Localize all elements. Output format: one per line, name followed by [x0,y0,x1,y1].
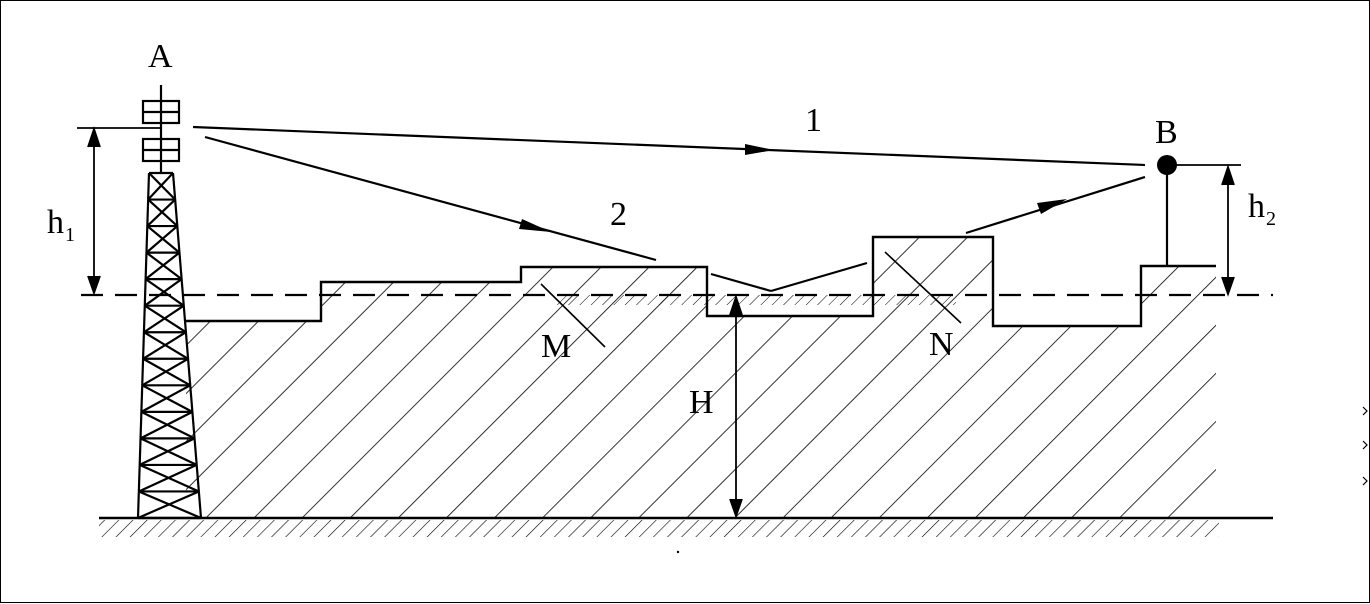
edge-marks [1362,406,1368,486]
h2-label: h2 [1248,188,1276,230]
ray-1-label: 1 [805,102,822,139]
ray-2-reflected [204,135,1146,293]
receiver-b-label: B [1155,114,1178,151]
n-leader-line [884,251,962,324]
terrain-profile [186,237,1216,518]
ray-2-label: 2 [610,196,627,233]
point-m-label: M [541,328,571,365]
point-n-label: N [929,326,954,363]
h1-dimension [77,126,161,296]
stray-dot [676,550,680,554]
tower-a [136,85,203,520]
ray-1-direct [192,125,1146,167]
reflection-zone [556,295,956,305]
m-leader-line [540,283,606,348]
h1-label: h1 [47,204,75,246]
ground-hatch [99,520,1219,537]
height-h-label: H [689,384,714,421]
tower-a-label: A [148,38,173,75]
receiver-b [1157,155,1241,266]
terrain-outline [186,235,1216,328]
h-dimension [729,294,743,519]
h2-dimension [1221,164,1235,297]
